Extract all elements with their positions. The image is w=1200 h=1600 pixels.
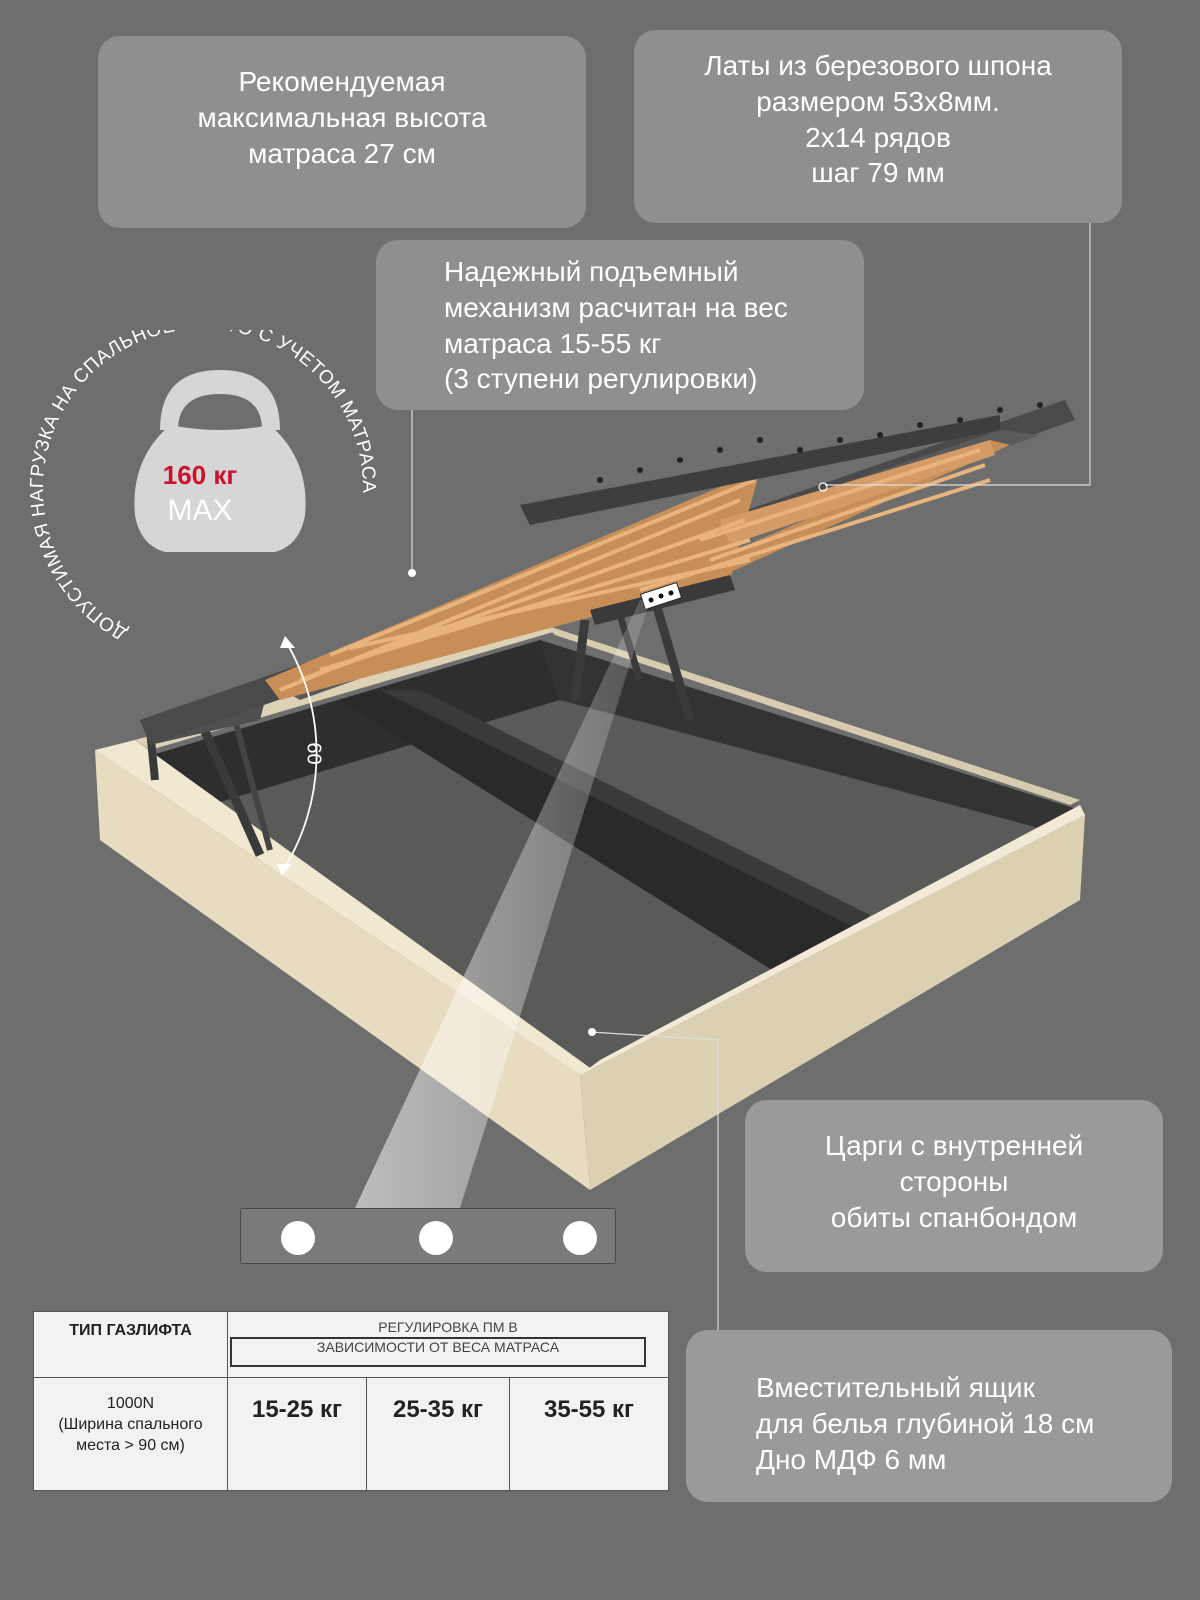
callout-line: Рекомендуемая (238, 66, 446, 97)
storage-box-back-wall (135, 640, 560, 820)
frame-front-right (580, 815, 1085, 1190)
weight-max: MAX (167, 494, 233, 527)
weight-value: 160 кг (162, 460, 238, 490)
callout-side-panels: Царги с внутренней стороны обиты спанбон… (745, 1100, 1163, 1272)
callout-line: обиты спанбондом (830, 1201, 1078, 1233)
table-cell-range: 35-55 кг (509, 1377, 669, 1491)
callout-line: механизм расчитан на вес (444, 291, 788, 323)
callout-line: Вместительный ящик (756, 1372, 1035, 1403)
callout-line: матраса 15-55 кг (444, 327, 662, 359)
type-line: 1000N (106, 1395, 155, 1412)
callout-line: матраса 27 см (248, 137, 436, 169)
callout-line: Дно МДФ 6 мм (756, 1443, 947, 1475)
callout-line: стороны (899, 1165, 1009, 1197)
table-cell-type: 1000N (Ширина спального места > 90 см) (33, 1377, 228, 1491)
table-header-adjust-line: РЕГУЛИРОВКА ПМ В (378, 1319, 518, 1335)
callout-line: размером 53х8мм. (756, 85, 1000, 117)
callout-line: Царги с внутренней (824, 1130, 1084, 1161)
angle-arc (281, 639, 318, 873)
type-line: (Ширина спального (58, 1415, 203, 1433)
angle-label: 60 (302, 742, 325, 765)
type-line: места > 90 см) (76, 1436, 185, 1454)
adjust-hole (419, 1221, 453, 1255)
table-header-adjust: РЕГУЛИРОВКА ПМ В ЗАВИСИМОСТИ ОТ ВЕСА МАТ… (227, 1311, 669, 1378)
callout-line: 2х14 рядов (805, 121, 951, 153)
storage-divider (340, 690, 860, 975)
callout-line: Латы из березового шпона (704, 50, 1052, 81)
zoom-beam (355, 600, 650, 1208)
kettlebell-icon (134, 370, 306, 552)
table-header-adjust-box: ЗАВИСИМОСТИ ОТ ВЕСА МАТРАСА (230, 1337, 646, 1367)
adjust-hole (281, 1221, 315, 1255)
table-header-type: ТИП ГАЗЛИФТА (33, 1311, 228, 1378)
callout-line: максимальная высота (197, 101, 487, 133)
callout-storage: Вместительный ящик для белья глубиной 18… (686, 1330, 1172, 1502)
table-header-adjust-line: ЗАВИСИМОСТИ ОТ ВЕСА МАТРАСА (316, 1339, 560, 1355)
callout-slats: Латы из березового шпона размером 53х8мм… (634, 30, 1122, 223)
table-cell-range: 25-35 кг (366, 1377, 510, 1491)
adjust-hole (563, 1221, 597, 1255)
callout-line: для белья глубиной 18 см (756, 1407, 1095, 1439)
weight-badge: ДОПУСТИМАЯ НАГРУЗКА НА СПАЛЬНОЕ МЕСТО С … (27, 330, 379, 644)
table-row: 1000N (Ширина спального места > 90 см) 1… (33, 1377, 669, 1491)
mechanism-plate-zoom (240, 1208, 616, 1264)
callout-line: шаг 79 мм (811, 157, 945, 189)
callout-line: (3 ступени регулировки) (444, 363, 758, 395)
callout-mattress-height: Рекомендуемая максимальная высота матрас… (98, 36, 586, 228)
callout-lift-mechanism: Надежный подъемный механизм расчитан на … (376, 240, 864, 410)
gaslift-table: ТИП ГАЗЛИФТА РЕГУЛИРОВКА ПМ В ЗАВИСИМОСТ… (33, 1311, 669, 1491)
table-cell-range: 15-25 кг (227, 1377, 367, 1491)
callout-line: Надежный подъемный (444, 256, 739, 287)
